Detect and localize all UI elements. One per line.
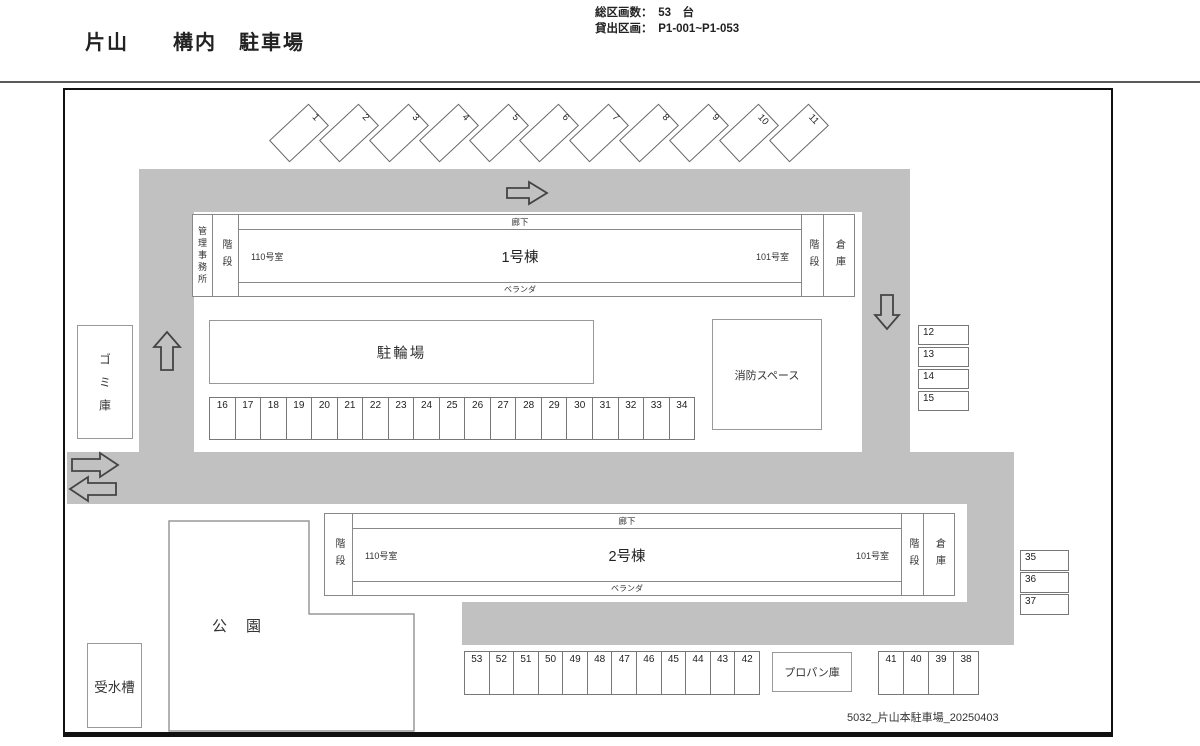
header-info: 総区画数： 53 台 貸出区画： P1-001~P1-053 [595,5,739,37]
parking-space: 48 [587,651,613,695]
plan-shapes-layer [68,180,901,732]
room-101-label: 101号室 [755,251,789,262]
parking-space: 21 [337,397,364,440]
page-title: 片山 構内 駐車場 [85,32,305,54]
building-1: 管理事務所 階段 廊下 110号室 1号棟 101号室 ベランダ 階段 倉庫 [192,214,855,297]
veranda-label: ベランダ [239,282,801,296]
parking-space: 32 [618,397,645,440]
corridor-label: 廊下 [239,215,801,230]
parking-space: 26 [465,397,491,440]
parking-space: 46 [637,651,662,695]
veranda-label: ベランダ [353,581,901,595]
arrow-left-icon [68,475,117,503]
water-tank: 受水槽 [87,643,142,728]
corridor-label: 廊下 [353,514,901,529]
stairs-label: 階段 [325,514,353,595]
parking-space: 42 [735,651,760,695]
storage-label: 倉庫 [933,537,945,572]
road-right-upper [862,212,910,457]
arrow-down-icon [873,294,901,331]
room-110-label: 110号室 [365,550,398,561]
building-2-main: 廊下 110号室 2号棟 101号室 ベランダ [353,514,902,595]
parking-space: 35 [1020,550,1069,571]
arrow-up-icon [152,330,182,371]
park-area [168,520,415,732]
header-divider [0,81,1200,83]
parking-space: 27 [490,397,517,440]
parking-space: 23 [388,397,415,440]
propane-storage: プロパン庫 [772,652,852,692]
parking-space: 22 [363,397,389,440]
parking-space: 17 [235,397,262,440]
parking-space: 51 [514,651,539,695]
parking-space: 38 [954,651,979,695]
rental-range-text: 貸出区画： P1-001~P1-053 [595,23,740,35]
bicycle-parking: 駐輪場 [209,320,594,384]
room-101-label: 101号室 [855,550,889,561]
parking-space: 29 [541,397,568,440]
stairs-label: 階段 [902,514,924,595]
storage-label: 倉庫 [833,238,845,273]
stairs-label: 階段 [213,215,239,296]
office-label: 管理事務所 [193,215,213,296]
arrow-right-icon [506,180,549,206]
parking-space: 25 [439,397,466,440]
building-1-name: 1号棟 [501,249,539,266]
building-2: 階段 廊下 110号室 2号棟 101号室 ベランダ 階段 倉庫 [324,513,955,596]
parking-space: 30 [567,397,593,440]
garbage-storage: ゴミ庫 [77,325,133,439]
parking-space: 49 [563,651,588,695]
parking-space: 45 [661,651,687,695]
road-middle [67,452,1014,504]
parking-space: 39 [929,651,954,695]
parking-space: 24 [414,397,440,440]
parking-space: 41 [878,651,904,695]
parking-space: 52 [489,651,515,695]
parking-space: 13 [918,347,969,367]
parking-space: 19 [286,397,313,440]
parking-space: 18 [261,397,287,440]
park-label: 公 園 [212,618,264,635]
plan-file-label: 5032_片山本駐車場_20250403 [847,712,999,724]
parking-space: 43 [710,651,736,695]
building-1-rooms: 110号室 1号棟 101号室 [239,230,801,282]
parking-space: 14 [918,369,969,389]
parking-space: 53 [464,651,490,695]
fire-space: 消防スペース [712,319,822,430]
parking-space: 36 [1020,572,1069,593]
parking-space: 37 [1020,594,1069,615]
road-bottom [462,602,1014,645]
parking-space: 16 [209,397,236,440]
total-spaces-text: 総区画数： 53 台 [595,7,695,19]
parking-space: 34 [669,397,696,440]
parking-space: 12 [918,325,969,345]
room-110-label: 110号室 [251,251,284,262]
building-2-rooms: 110号室 2号棟 101号室 [353,529,901,581]
parking-space: 15 [918,391,969,411]
road-top [139,169,910,212]
building-2-name: 2号棟 [608,548,646,565]
parking-space: 33 [644,397,670,440]
arrow-right-icon [71,451,120,479]
parking-space: 44 [686,651,711,695]
parking-space: 40 [904,651,929,695]
stairs-label: 階段 [802,215,824,296]
parking-space: 47 [612,651,638,695]
building-1-main: 廊下 110号室 1号棟 101号室 ベランダ [239,215,802,296]
parking-space: 20 [312,397,338,440]
parking-space: 50 [538,651,564,695]
parking-space: 31 [592,397,619,440]
parking-space: 28 [516,397,542,440]
